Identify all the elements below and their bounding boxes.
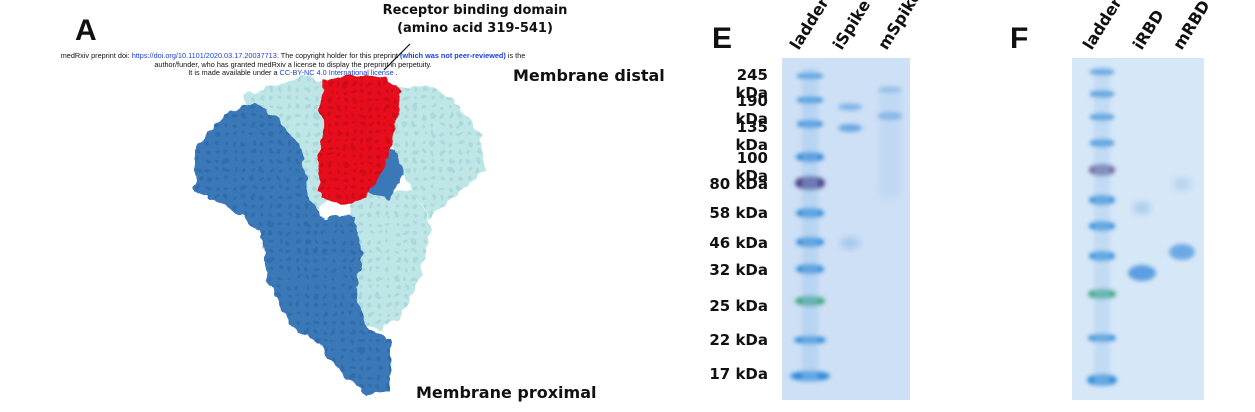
sample-band (1173, 178, 1191, 190)
preprint-text: . (393, 68, 398, 77)
mw-marker: 17 kDa (709, 365, 768, 383)
sample-band (1128, 265, 1156, 281)
lane-label-ispike: iSpike (828, 0, 875, 53)
mw-marker: 32 kDa (709, 261, 768, 279)
doi-link[interactable]: https://doi.org/10.1101/2020.03.17.20037… (131, 51, 277, 60)
spike-protein-structure (195, 75, 485, 395)
preprint-text: It is made available under a (188, 68, 280, 77)
license-link[interactable]: CC-BY-NC 4.0 International license (279, 68, 394, 77)
panel-f-letter: F (1010, 22, 1029, 55)
mw-marker: 100 kDa (735, 149, 768, 185)
panel-e-letter: E (712, 22, 733, 55)
lane-label-ladder: ladder (785, 0, 833, 53)
preprint-text: medRxiv preprint doi: (60, 51, 132, 60)
preprint-text: . The copyright holder for this preprint (276, 51, 400, 60)
mw-marker: 135 kDa (735, 118, 768, 154)
lane-label-mspike: mSpike (873, 0, 926, 53)
mw-marker: 245 kDa (735, 66, 768, 102)
sample-band (838, 103, 862, 111)
rbd-title: Receptor binding domain (382, 3, 568, 18)
membrane-proximal-label: Membrane proximal (416, 383, 597, 402)
lane-label-mrbd: mRBD (1168, 0, 1214, 53)
mw-marker: 22 kDa (709, 331, 768, 349)
rbd-range: (amino acid 319-541) (397, 21, 553, 36)
sample-band (1133, 202, 1151, 214)
mw-marker: 58 kDa (709, 204, 768, 222)
mw-marker: 80 kDa (709, 175, 768, 193)
membrane-distal-label: Membrane distal (513, 66, 665, 85)
lane-label-irbd: iRBD (1128, 6, 1168, 54)
sample-band (838, 124, 862, 132)
sample-band (840, 238, 860, 248)
rbd-pointer-line (383, 43, 411, 71)
mw-marker: 190 kDa (735, 92, 768, 128)
preprint-text: author/funder, who has granted medRxiv a… (154, 59, 432, 69)
peer-review-note: (which was not peer-reviewed) (399, 51, 506, 60)
gel-e (782, 58, 910, 400)
lane-label-ladder: ladder (1078, 0, 1126, 53)
rbd-annotation: Receptor binding domain (amino acid 319-… (370, 2, 580, 38)
panel-a-letter: A (75, 14, 97, 47)
preprint-notice: medRxiv preprint doi: https://doi.org/10… (13, 51, 573, 78)
sample-band (1169, 244, 1195, 260)
gel-f (1072, 58, 1204, 400)
mw-marker: 46 kDa (709, 234, 768, 252)
mw-marker: 25 kDa (709, 297, 768, 315)
preprint-text: is the (505, 51, 526, 60)
